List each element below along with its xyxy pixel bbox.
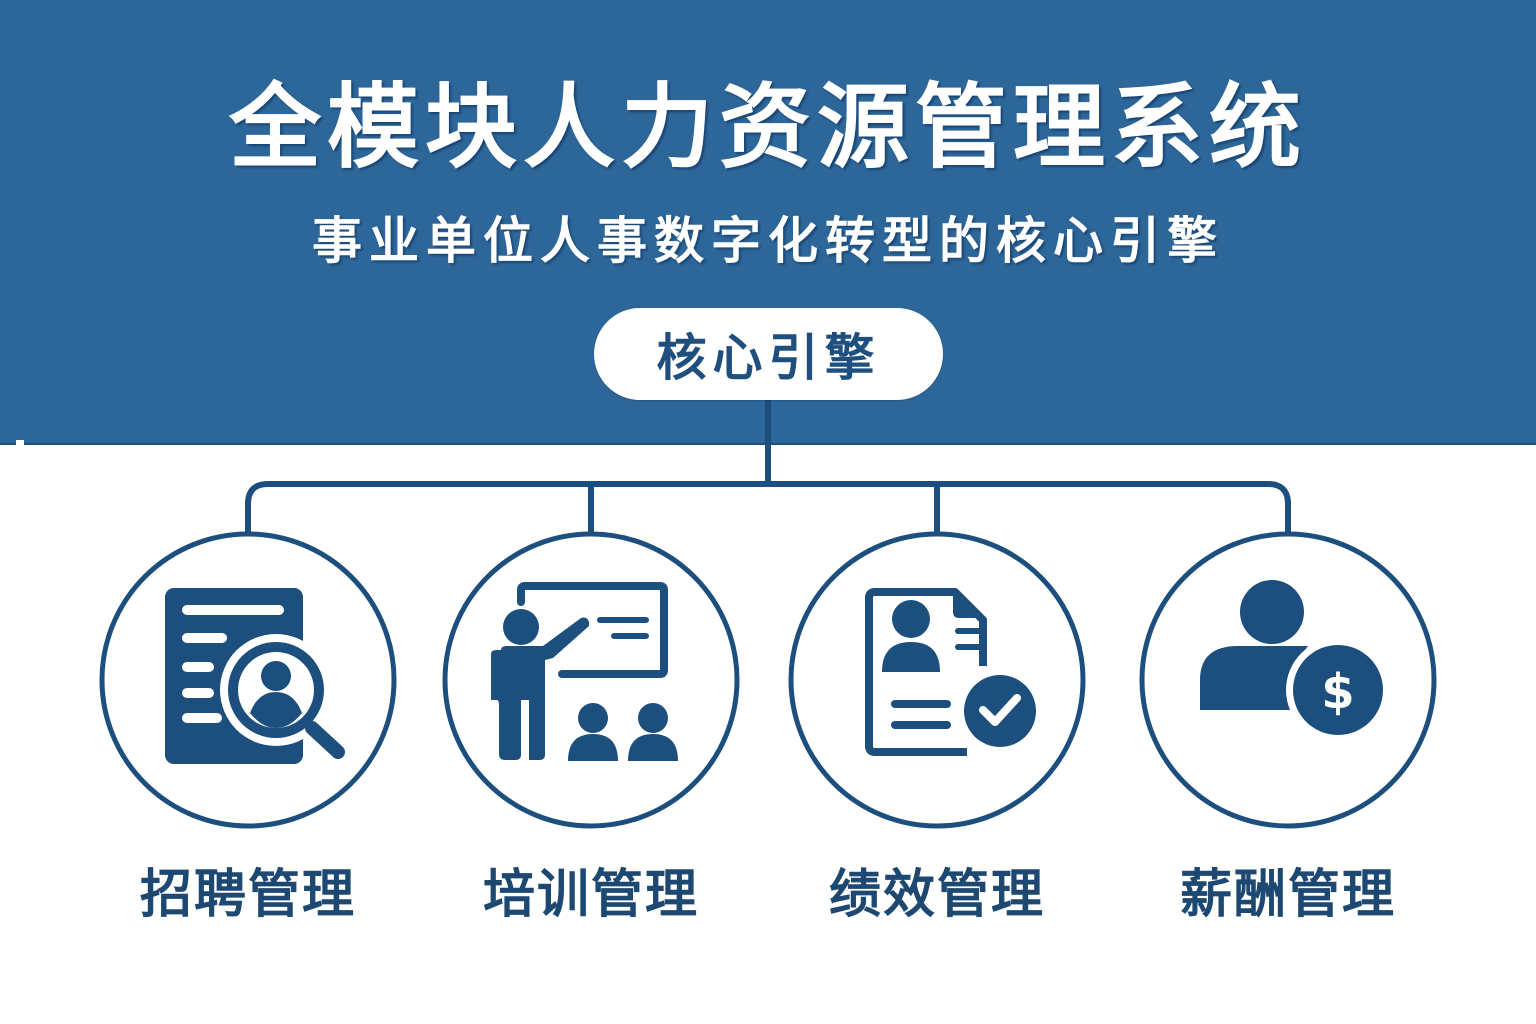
recruitment-document-search-icon — [99, 531, 397, 829]
module-label-performance: 绩效管理 — [828, 865, 1045, 925]
svg-text:$: $ — [1321, 664, 1354, 720]
performance-profile-check-icon — [788, 531, 1086, 829]
page-title: 全模块人力资源管理系统 — [228, 74, 1307, 181]
module-label-compensation: 薪酬管理 — [1179, 865, 1396, 925]
page-subtitle: 事业单位人事数字化转型的核心引擎 — [312, 212, 1224, 270]
banner-notch-decoration — [16, 440, 24, 446]
compensation-person-dollar-icon: $ — [1139, 531, 1437, 829]
module-recruitment[interactable] — [98, 530, 398, 830]
branch-bar — [245, 481, 1291, 532]
module-training[interactable] — [441, 530, 741, 830]
training-presenter-icon — [442, 531, 740, 829]
module-compensation[interactable]: $ — [1138, 530, 1438, 830]
module-label-training: 培训管理 — [482, 865, 699, 925]
module-performance[interactable] — [787, 530, 1087, 830]
module-label-recruitment: 招聘管理 — [139, 865, 356, 925]
core-engine-badge: 核心引擎 — [594, 308, 943, 400]
